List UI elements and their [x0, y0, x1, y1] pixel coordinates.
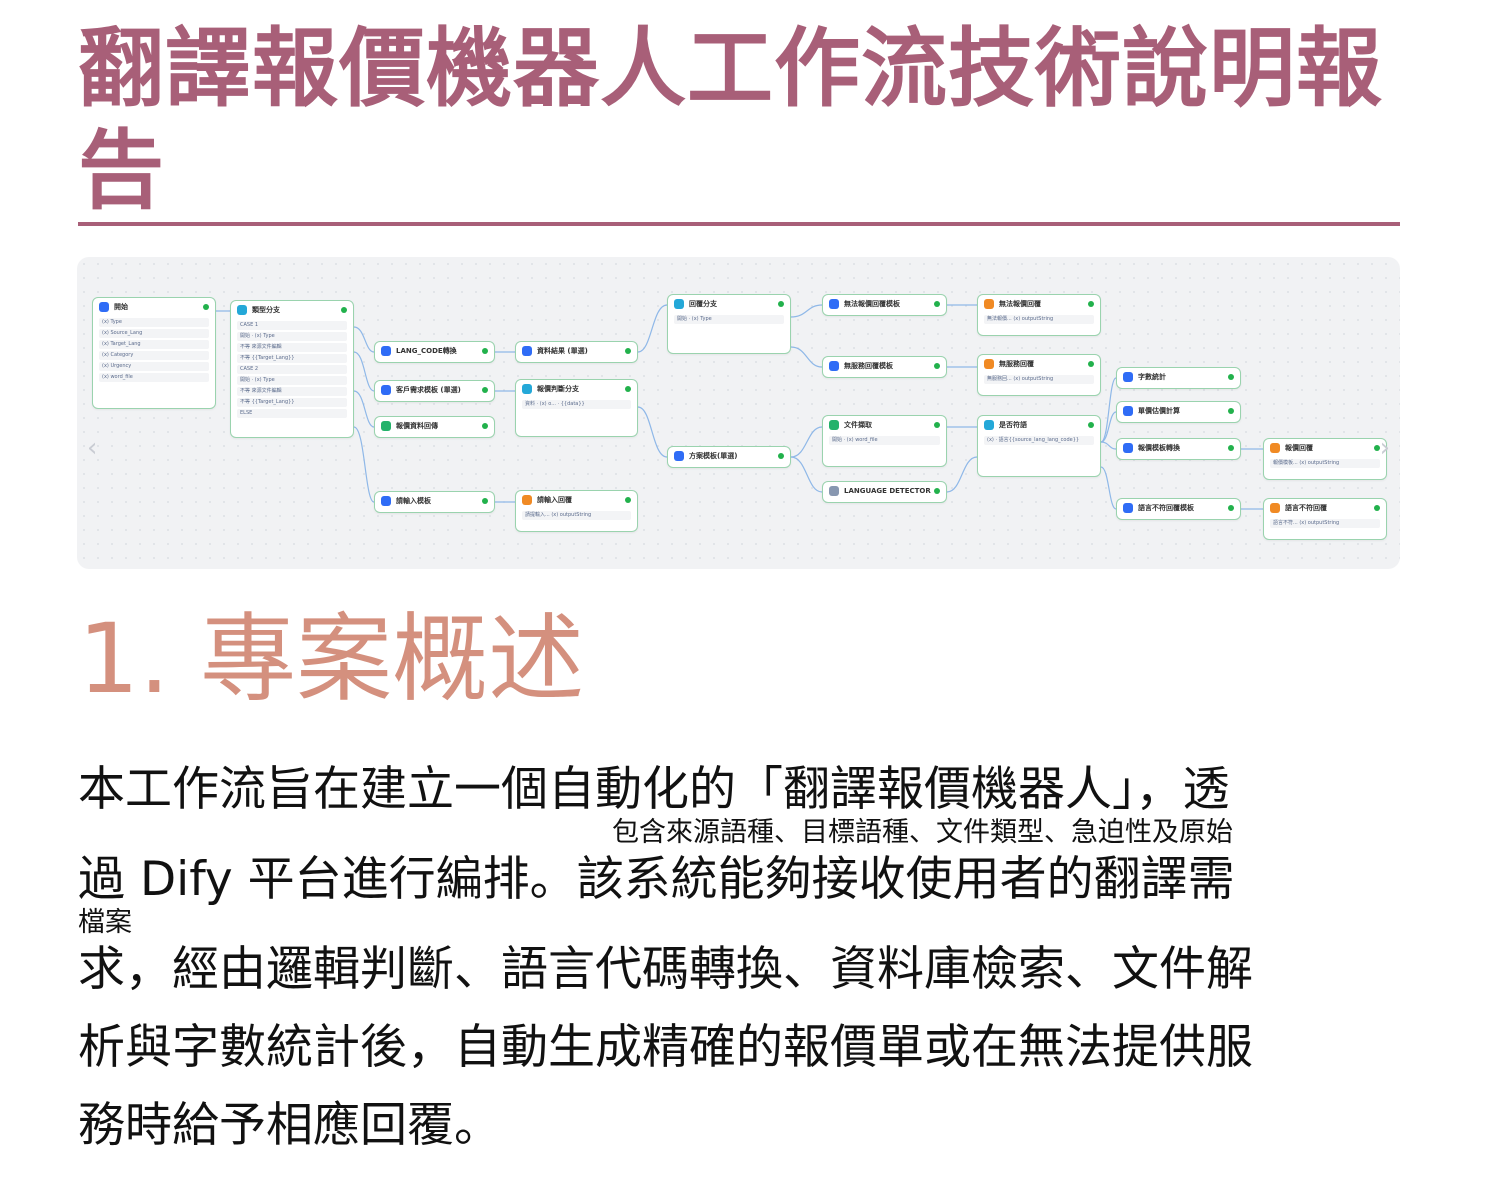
template-icon: [522, 346, 532, 356]
document-icon: [829, 420, 839, 430]
inserted-text-a: 包含來源語種、目標語種、文件類型、急迫性及原始: [612, 817, 1233, 848]
template-icon: [829, 299, 839, 309]
status-ok-icon: [1088, 361, 1094, 367]
workflow-node-quote-lookup: 報價資料回傳: [374, 416, 495, 438]
workflow-node-lang-code: LANG_CODE轉換: [374, 341, 495, 363]
status-ok-icon: [778, 453, 784, 459]
status-ok-icon: [1228, 374, 1234, 380]
template-icon: [381, 385, 391, 395]
template-icon: [381, 496, 391, 506]
status-ok-icon: [482, 498, 488, 504]
paragraph-line-4: 析與字數統計後，自動生成精確的報價單或在無法提供服: [78, 1020, 1253, 1075]
reply-icon: [984, 359, 994, 369]
status-ok-icon: [482, 348, 488, 354]
status-ok-icon: [482, 387, 488, 393]
template-icon: [829, 361, 839, 371]
workflow-node-no-service-template: 無服務回覆模板: [822, 356, 947, 378]
workflow-node-no-quote-template: 無法報價回覆模板: [822, 294, 947, 316]
status-ok-icon: [1228, 445, 1234, 451]
code-icon: [381, 346, 391, 356]
branch-icon: [237, 305, 247, 315]
status-ok-icon: [1088, 422, 1094, 428]
workflow-node-lang-detector: LANGUAGE DETECTOR: [822, 481, 947, 503]
reply-icon: [1270, 443, 1280, 453]
status-ok-icon: [203, 304, 209, 310]
title-divider: [78, 222, 1400, 226]
lookup-icon: [381, 421, 391, 431]
workflow-node-quote-convert: 報價模板轉換: [1116, 438, 1241, 460]
workflow-node-data-result: 資料結果 (單選): [515, 341, 638, 363]
status-ok-icon: [778, 301, 784, 307]
workflow-node-mismatch-template: 語言不符回覆模板: [1116, 498, 1241, 520]
status-ok-icon: [934, 363, 940, 369]
status-ok-icon: [625, 386, 631, 392]
workflow-node-unit-price: 單價估價計算: [1116, 401, 1241, 423]
paragraph-line-2: 過 Dify 平台進行編排。該系統能夠接收使用者的翻譯需: [78, 852, 1235, 907]
workflow-node-reply-branch: 回覆分支 開始 · (x) Type: [667, 294, 791, 354]
workflow-node-quote-branch: 報價判斷分支 資料 · (x) o... · {{data}}: [515, 379, 638, 437]
reply-icon: [984, 299, 994, 309]
connector-lines: [215, 304, 1263, 510]
code-icon: [1123, 372, 1133, 382]
paragraph-line-3: 求，經由邏輯判斷、語言代碼轉換、資料庫檢索、文件解: [78, 942, 1253, 997]
detector-icon: [829, 486, 839, 496]
home-icon: [99, 302, 109, 312]
workflow-node-enter-template: 請輸入模板: [374, 491, 495, 513]
workflow-diagram-image: 開始 (x) Type (x) Source_Lang (x) Target_L…: [77, 257, 1400, 569]
page-title: 翻譯報價機器人工作流技術說明報告: [78, 19, 1383, 221]
status-ok-icon: [1374, 445, 1380, 451]
workflow-node-quote-reply: 報價回覆 報價模板... (x) outputString: [1263, 438, 1387, 480]
workflow-node-type-branch: 類型分支 CASE 1 開始 · (x) Type 不等 來源文件編輯 不等 {…: [230, 300, 354, 438]
workflow-node-customer-template: 客戶需求模板 (單選): [374, 380, 495, 402]
branch-icon: [522, 384, 532, 394]
status-ok-icon: [934, 422, 940, 428]
template-icon: [674, 451, 684, 461]
section-heading: 1. 專案概述: [78, 603, 585, 715]
reply-icon: [522, 495, 532, 505]
status-ok-icon: [1374, 505, 1380, 511]
workflow-node-enter-reply: 請輸入回覆 請提輸入... (x) outputString: [515, 490, 638, 532]
workflow-node-mismatch-reply: 語言不符回覆 語言不符... (x) outputString: [1263, 498, 1387, 540]
status-ok-icon: [341, 307, 347, 313]
status-ok-icon: [934, 301, 940, 307]
workflow-node-word-count: 字數統計: [1116, 367, 1241, 389]
branch-icon: [674, 299, 684, 309]
status-ok-icon: [625, 348, 631, 354]
workflow-node-is-match: 是否符語 (x) · 語言{{source_lang_lang_code}}: [977, 415, 1101, 477]
reply-icon: [1270, 503, 1280, 513]
workflow-node-no-service-reply: 無服務回覆 無服務回... (x) outputString: [977, 354, 1101, 396]
status-ok-icon: [482, 423, 488, 429]
workflow-node-doc-extract: 文件擷取 開始 · (x) word_file: [822, 415, 947, 467]
code-icon: [1123, 406, 1133, 416]
template-icon: [1123, 443, 1133, 453]
branch-icon: [984, 420, 994, 430]
chevron-right-icon[interactable]: ›: [1379, 433, 1390, 463]
workflow-node-no-quote-reply: 無法報價回覆 無法報價... (x) outputString: [977, 294, 1101, 336]
inserted-text-b: 檔案: [78, 907, 132, 938]
status-ok-icon: [934, 488, 940, 494]
template-icon: [1123, 503, 1133, 513]
paragraph-line-5: 務時給予相應回覆。: [78, 1098, 501, 1153]
status-ok-icon: [1088, 301, 1094, 307]
paragraph-line-1: 本工作流旨在建立一個自動化的「翻譯報價機器人」，透: [78, 762, 1230, 817]
status-ok-icon: [1228, 505, 1234, 511]
workflow-node-plan-template: 方案模板(單選): [667, 446, 791, 468]
status-ok-icon: [625, 497, 631, 503]
status-ok-icon: [1228, 408, 1234, 414]
workflow-node-start: 開始 (x) Type (x) Source_Lang (x) Target_L…: [92, 297, 216, 409]
chevron-left-icon[interactable]: ‹: [87, 433, 98, 463]
